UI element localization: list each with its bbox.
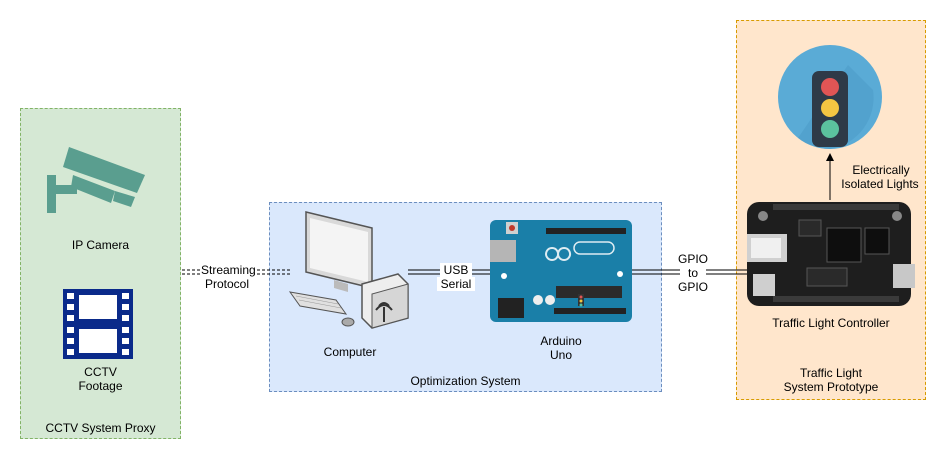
- gpio-label-line1: GPIO: [676, 252, 710, 266]
- usb-label-line1: USB: [440, 263, 472, 277]
- traffic-light-system-label-line2: System Prototype: [783, 380, 879, 394]
- optimization-system-label: Optimization System: [410, 374, 521, 388]
- cctv-camera-icon: [47, 147, 145, 213]
- arduino-label-line2: Uno: [549, 348, 572, 362]
- traffic-light-icon: [778, 45, 882, 149]
- beaglebone-board-icon: [747, 202, 915, 306]
- usb-label-line2: Serial: [437, 277, 475, 291]
- traffic-light-system-label-line1: Traffic Light: [799, 366, 863, 380]
- film-strip-icon: [63, 289, 133, 359]
- streaming-label-line1: Streaming: [200, 263, 256, 277]
- streaming-label-line2: Protocol: [200, 277, 254, 291]
- desktop-computer-icon: [288, 211, 409, 329]
- ip-camera-label: IP Camera: [71, 238, 130, 252]
- cctv-footage-label-line2: Footage: [78, 379, 123, 393]
- gpio-label-line3: GPIO: [676, 280, 710, 294]
- cctv-system-proxy-label: CCTV System Proxy: [45, 421, 156, 435]
- lights-arrow: [826, 153, 834, 200]
- arduino-board-icon: [490, 220, 632, 322]
- arduino-label-line1: Arduino: [540, 334, 582, 348]
- cctv-footage-label-line1: CCTV: [84, 365, 117, 379]
- lights-label-line1: Electrically: [852, 163, 910, 177]
- computer-label: Computer: [323, 345, 377, 359]
- lights-label-line2: Isolated Lights: [841, 177, 919, 191]
- gpio-label-line2: to: [680, 266, 706, 280]
- controller-label: Traffic Light Controller: [772, 316, 890, 330]
